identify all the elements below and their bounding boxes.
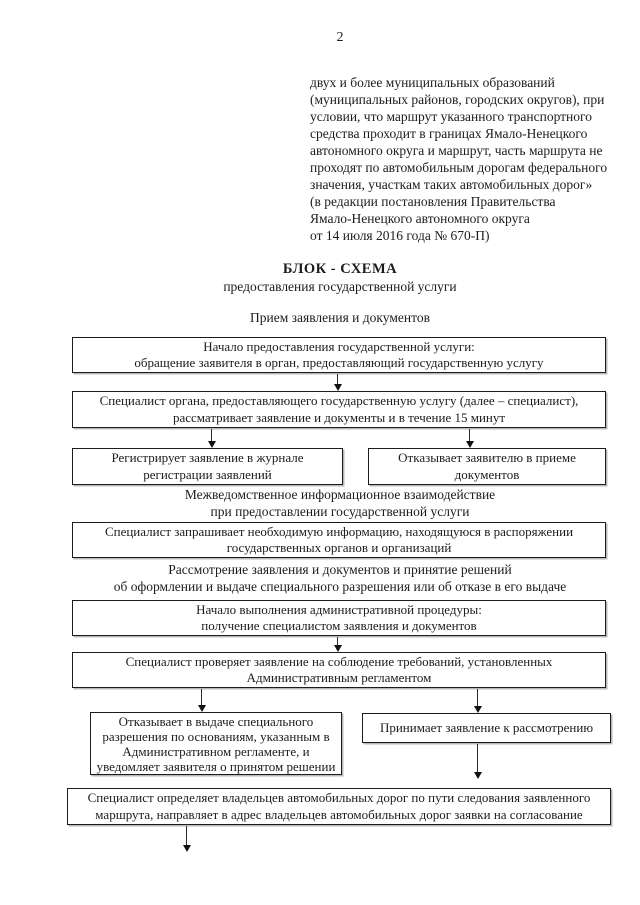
intro-line: (муниципальных районов, городских округо… [310,92,605,107]
flow-arrow-down [473,689,482,713]
intro-line: (в редакции постановления Правительства [310,194,556,209]
flow-box-line: получение специалистом заявления и докум… [201,618,477,633]
flow-box-procedure-start: Начало выполнения административной проце… [72,600,606,636]
flow-box-line: Начало предоставления государственной ус… [203,338,475,354]
flow-box-service-start: Начало предоставления государственной ус… [72,337,606,373]
flow-box-line: разрешения по основаниям, указанным в [102,728,330,744]
flow-box-line: Принимает заявление к рассмотрению [379,719,594,735]
flow-box-line: государственных органов и организаций [226,540,452,555]
flow-box-identify-road-owners: Специалист определяет владельцев автомоб… [67,788,611,825]
flow-box-line: Специалист органа, предоставляющего госу… [99,393,579,408]
section-heading-line: Рассмотрение заявления и документов и пр… [168,562,512,577]
flow-box-line: Специалист запрашивает необходимую инфор… [104,523,574,539]
intro-line: условии, что маршрут указанного транспор… [310,109,592,124]
intro-line: средства проходит в границах Ямало-Ненец… [310,126,588,141]
flow-box-line: рассматривает заявление и документы и в … [172,409,506,425]
section-heading-interagency: Межведомственное информационное взаимоде… [40,486,640,520]
flow-box-line: Отказывает в выдаче специального [118,713,314,729]
flow-box-line: маршрута, направляет в адрес владельцев … [95,806,583,822]
flow-box-line: Административным регламентом [246,670,432,685]
flow-arrow-down [182,826,191,852]
flow-box-line: Отказывает заявителю в приеме [398,450,576,465]
document-subtitle: предоставления государственной услуги [223,279,457,294]
section-heading-consideration: Рассмотрение заявления и документов и пр… [40,561,640,595]
flow-box-line: обращение заявителя в орган, предоставля… [134,355,544,370]
section-heading-line: при предоставлении государственной услуг… [210,504,470,519]
intro-paragraph: двух и более муниципальных образований (… [310,74,622,244]
document-title: БЛОК - СХЕМА [282,261,398,277]
flow-box-line: Начало выполнения административной проце… [196,601,482,617]
intro-line: проходят по автомобильным дорогам федера… [310,160,608,175]
flow-box-request-information: Специалист запрашивает необходимую инфор… [72,522,606,558]
flow-arrow-down [197,689,206,712]
flow-box-line: Специалист определяет владельцев автомоб… [87,790,591,805]
flow-box-line: документов [454,466,520,482]
flow-arrow-down [333,637,342,652]
intro-line: двух и более муниципальных образований [310,75,555,90]
flow-arrow-down [207,429,216,448]
flow-box-register-application: Регистрирует заявление в журнале регистр… [72,448,343,485]
flow-box-line: регистрации заявлений [143,466,272,482]
flow-box-accept-application: Принимает заявление к рассмотрению [362,713,611,743]
intro-line: Ямало-Ненецкого автономного округа [310,211,530,226]
flow-box-check-requirements: Специалист проверяет заявление на соблюд… [72,652,606,688]
intro-line: автономного округа и маршрут, часть марш… [310,143,603,158]
flow-box-line: Административном регламенте, и [122,743,310,759]
flow-box-line: Регистрирует заявление в журнале [111,450,304,465]
section-heading-reception: Прием заявления и документов [250,310,430,325]
flow-box-line: уведомляет заявителя о принятом решении [96,758,336,774]
section-heading-line: Межведомственное информационное взаимоде… [184,487,496,502]
flow-arrow-down [465,429,474,448]
flow-box-line: Специалист проверяет заявление на соблюд… [125,653,553,669]
intro-line: от 14 июля 2016 года № 670-П) [310,228,490,243]
intro-line: значения, участкам таких автомобильных д… [310,177,593,192]
flow-box-refuse-acceptance: Отказывает заявителю в приеме документов [368,448,606,485]
section-heading-line: об оформлении и выдаче специального разр… [113,579,567,594]
flow-box-specialist-review: Специалист органа, предоставляющего госу… [72,391,606,428]
flow-box-refuse-permit: Отказывает в выдаче специального разреше… [90,712,342,775]
page-number: 2 [336,30,344,45]
flow-arrow-down [333,374,342,391]
flow-arrow-down [473,744,482,779]
